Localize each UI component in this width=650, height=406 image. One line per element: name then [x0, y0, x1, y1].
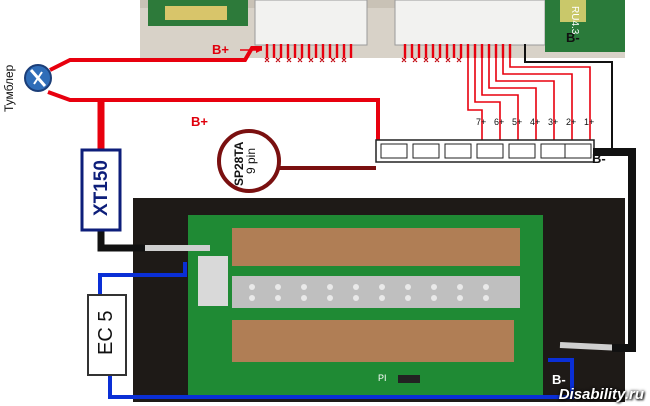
- balance-pin-label: 1+: [584, 117, 595, 127]
- ec5-wire-lower: [108, 358, 574, 399]
- sp28ta-connector-symbol: [217, 129, 281, 193]
- xt150-negative-wire: [97, 230, 145, 252]
- unused-pin-marks: [264, 57, 462, 63]
- balance-pin-label: 2+: [566, 117, 577, 127]
- bottom-pcb-photo: [133, 198, 625, 402]
- b-minus-sense-wire: [524, 44, 613, 150]
- label-ec5: EC 5: [95, 310, 117, 355]
- label-b-minus-bottom: B-: [552, 372, 566, 387]
- label-xt150: XT150: [91, 160, 112, 216]
- top-connector-wires: [265, 44, 512, 58]
- pcb-solder-dots: [249, 284, 489, 301]
- toggle-switch-symbol: [24, 64, 52, 92]
- b-plus-arrowhead: [256, 47, 262, 53]
- switch-wire-lower: [47, 90, 380, 150]
- pcb-cable-right: [559, 342, 623, 351]
- ec5-connector-box: [87, 294, 127, 376]
- label-b-minus-mid: B-: [592, 151, 606, 166]
- label-b-plus-mid: B+: [191, 114, 208, 129]
- ec5-wire-upper: [98, 262, 187, 295]
- label-pcb-marking: RU4.3: [569, 6, 580, 35]
- balance-connector-block: [375, 139, 595, 163]
- label-b-minus-top: B-: [566, 30, 580, 45]
- balance-pin-label: 3+: [548, 117, 559, 127]
- balance-pin-label: 6+: [494, 117, 505, 127]
- label-sp28ta: SP28TA 9 pin: [232, 142, 258, 186]
- balance-pin-label: 7+: [476, 117, 487, 127]
- label-pcb-pi: PI: [378, 373, 387, 383]
- xt150-connector-box: [80, 148, 122, 232]
- watermark: Disability.ru: [558, 386, 644, 403]
- label-b-plus-top: B+: [212, 42, 229, 57]
- label-switch: Тумблер: [2, 64, 16, 112]
- switch-wire-upper: [49, 46, 262, 72]
- label-sp28ta-line2: 9 pin: [244, 147, 258, 174]
- top-board-photo: [140, 0, 625, 58]
- main-negative-wire: [593, 148, 636, 352]
- balance-leads: [467, 58, 591, 140]
- balance-pin-label: 4+: [530, 117, 541, 127]
- balance-pin-label: 5+: [512, 117, 523, 127]
